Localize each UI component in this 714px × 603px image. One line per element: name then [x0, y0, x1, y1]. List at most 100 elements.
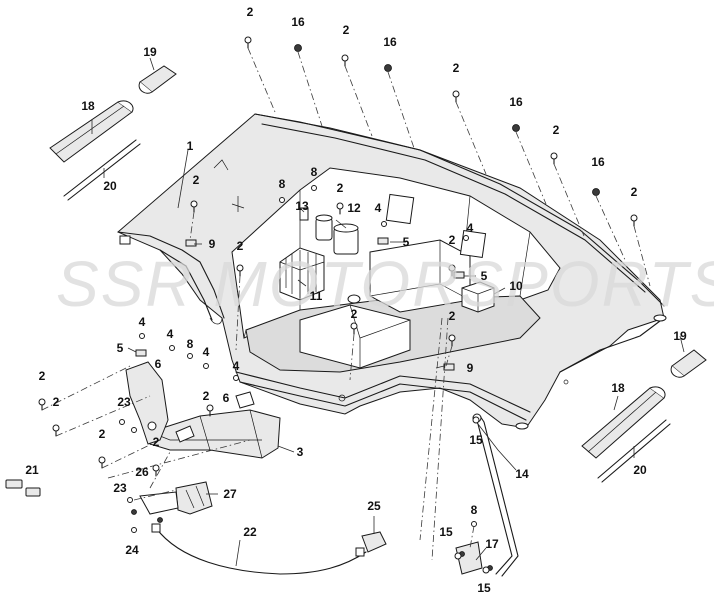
callout-2: 2	[553, 123, 560, 137]
bolt-8-icon	[471, 521, 477, 527]
callout-15: 15	[439, 525, 453, 539]
bolt-4-icon	[169, 345, 175, 351]
release-cable-22	[151, 523, 367, 575]
end-cap-19-left	[138, 65, 177, 94]
nut-16-icon	[592, 188, 600, 196]
callout-20: 20	[633, 463, 647, 477]
screw-2-icon	[152, 464, 160, 477]
screw-2-icon	[38, 398, 46, 411]
bolt-8-icon	[311, 185, 317, 191]
callout-7: 2	[203, 389, 210, 403]
washer-15-icon	[482, 566, 490, 574]
washer-15-icon	[472, 416, 480, 424]
clip-9-icon	[185, 239, 197, 247]
pads-21	[5, 479, 41, 497]
callout-18: 18	[81, 99, 95, 113]
screw-2-icon	[448, 264, 456, 277]
callout-6: 6	[223, 391, 230, 405]
callout-1: 1	[187, 139, 194, 153]
screw-2-icon	[206, 404, 214, 417]
screw-2-icon	[190, 200, 198, 213]
bolt-23-icon	[131, 427, 137, 433]
callout-26: 26	[135, 465, 149, 479]
bracket-3	[149, 409, 281, 459]
callout-15: 15	[477, 581, 491, 595]
bolt-8-icon	[187, 353, 193, 359]
callout-4: 4	[375, 201, 382, 215]
callout-23: 23	[113, 481, 127, 495]
callout-8: 8	[311, 165, 318, 179]
callout-3: 3	[297, 445, 304, 459]
bolt-23-icon	[127, 497, 133, 503]
leader-lines	[91, 57, 685, 567]
callout-labels: 2 16 2 16 2 16 2 16 2 19 18 20 1 2 9 8 8…	[25, 5, 687, 595]
callout-20: 20	[103, 179, 117, 193]
bracket-6	[125, 361, 255, 445]
relay-box-11	[279, 247, 325, 301]
bolt-4-icon	[203, 363, 209, 369]
clip-5-icon	[135, 349, 147, 357]
callout-5: 5	[481, 269, 488, 283]
bolt-8-icon	[279, 197, 285, 203]
callout-4: 4	[167, 327, 174, 341]
callout-5: 5	[403, 235, 410, 249]
watermark-text: SSR MOTORSPORTS	[56, 248, 714, 320]
screw-2-icon	[630, 214, 638, 227]
clip-25	[361, 531, 387, 553]
bolt-23-icon	[119, 419, 125, 425]
nut-16-icon	[294, 44, 302, 52]
callout-18: 18	[611, 381, 625, 395]
screw-2-icon	[341, 54, 349, 67]
screw-2-icon	[244, 36, 252, 49]
callout-24: 24	[125, 543, 139, 557]
callout-4: 4	[233, 359, 240, 373]
callout-2: 2	[453, 61, 460, 75]
end-cap-19-right	[670, 349, 707, 378]
screw-2-icon	[452, 90, 460, 103]
callout-25: 25	[367, 499, 381, 513]
callout-2: 2	[99, 427, 106, 441]
bolt-4-icon	[381, 221, 387, 227]
callout-4: 4	[203, 345, 210, 359]
trim-channel-18-left	[49, 100, 134, 163]
fasteners	[38, 36, 638, 574]
callout-21: 21	[25, 463, 39, 477]
callout-14: 14	[515, 467, 529, 481]
screw-2-icon	[236, 264, 244, 277]
nut-16-icon	[384, 64, 392, 72]
callout-2: 2	[39, 369, 46, 383]
callout-11: 11	[310, 289, 323, 303]
callout-2: 2	[237, 239, 244, 253]
callout-15: 15	[469, 433, 483, 447]
screw-2-icon	[448, 334, 456, 347]
clip-5-icon	[377, 237, 389, 245]
main-body-panel	[117, 113, 667, 430]
callout-8: 8	[187, 337, 194, 351]
callout-19: 19	[673, 329, 687, 343]
callout-4: 4	[467, 221, 474, 235]
screw-2-icon	[52, 424, 60, 437]
callout-8: 8	[279, 177, 286, 191]
callout-2: 2	[343, 23, 350, 37]
callout-9: 9	[209, 237, 216, 251]
screw-2-icon	[336, 202, 344, 215]
screw-2-icon	[98, 456, 106, 469]
bolt-4-icon	[139, 333, 145, 339]
fuse-connector-13	[299, 207, 309, 221]
callout-8: 8	[471, 503, 478, 517]
callout-22: 22	[243, 525, 257, 539]
callout-6: 6	[155, 357, 162, 371]
callout-17: 17	[485, 537, 499, 551]
assembly-lines	[41, 47, 651, 561]
nut-16-icon	[512, 124, 520, 132]
callout-16: 16	[509, 95, 523, 109]
solenoid-12	[315, 214, 359, 255]
callout-13: 13	[295, 199, 309, 213]
callout-10: 10	[509, 279, 523, 293]
callout-5: 5	[117, 341, 124, 355]
callout-12: 12	[347, 201, 361, 215]
callout-16: 16	[383, 35, 397, 49]
callout-2: 2	[351, 307, 358, 321]
